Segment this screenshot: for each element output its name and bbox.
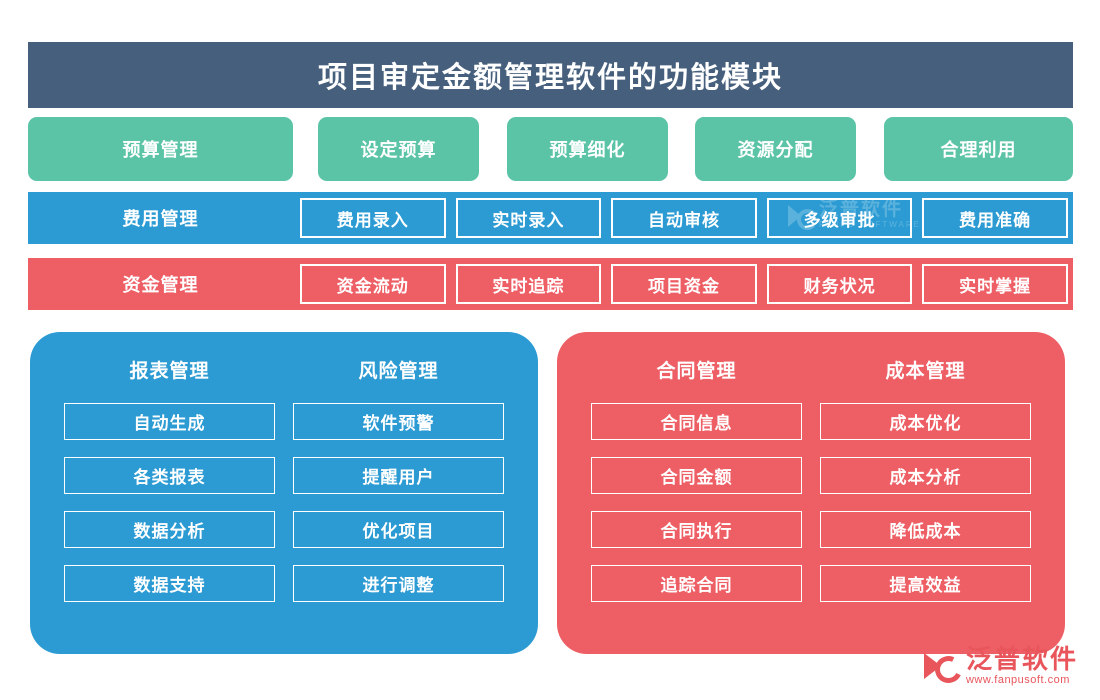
risk-management-column: 风险管理 软件预警 提醒用户 优化项目 进行调整 [293, 356, 504, 634]
risk-item-label-3: 进行调整 [362, 576, 435, 595]
fund-chip-0[interactable]: 资金流动 [300, 264, 446, 304]
green-card-3[interactable]: 资源分配 [695, 117, 856, 181]
cost-item-2[interactable]: 降低成本 [820, 511, 1031, 548]
report-risk-columns: 报表管理 自动生成 各类报表 数据分析 数据支持 风险管理 软件预警 提醒用户 … [64, 356, 504, 634]
report-item-label-0: 自动生成 [133, 414, 206, 433]
fund-chip-label-3: 财务状况 [803, 276, 876, 296]
expense-management-label: 费用管理 [122, 209, 199, 229]
green-card-2[interactable]: 预算细化 [507, 117, 668, 181]
report-risk-panel: 报表管理 自动生成 各类报表 数据分析 数据支持 风险管理 软件预警 提醒用户 … [30, 332, 538, 654]
fund-management-label: 资金管理 [122, 275, 199, 295]
report-management-title: 报表管理 [129, 361, 210, 382]
green-card-label-2: 预算细化 [549, 140, 626, 160]
contract-item-label-1: 合同金额 [660, 468, 733, 487]
fund-chip-label-4: 实时掌握 [959, 276, 1032, 296]
risk-item-2[interactable]: 优化项目 [293, 511, 504, 548]
cost-management-title: 成本管理 [885, 361, 966, 382]
brand-text: 泛普软件 www.fanpusoft.com [966, 646, 1078, 686]
contract-item-1[interactable]: 合同金额 [591, 457, 802, 494]
risk-item-1[interactable]: 提醒用户 [293, 457, 504, 494]
expense-chip-label-4: 费用准确 [959, 210, 1032, 230]
report-item-label-2: 数据分析 [133, 522, 206, 541]
risk-management-title: 风险管理 [358, 361, 439, 382]
report-item-2[interactable]: 数据分析 [64, 511, 275, 548]
contract-cost-panel: 合同管理 合同信息 合同金额 合同执行 追踪合同 成本管理 成本优化 成本分析 … [557, 332, 1065, 654]
green-card-label-3: 资源分配 [737, 140, 814, 160]
brand-name: 泛普软件 [965, 644, 1078, 674]
fund-management-items: 资金流动 实时追踪 项目资金 财务状况 实时掌握 [300, 264, 1068, 304]
green-card-4[interactable]: 合理利用 [884, 117, 1073, 181]
cost-item-label-2: 降低成本 [889, 522, 962, 541]
report-item-0[interactable]: 自动生成 [64, 403, 275, 440]
contract-item-label-3: 追踪合同 [660, 576, 733, 595]
green-card-label-0: 预算管理 [122, 140, 199, 160]
report-item-3[interactable]: 数据支持 [64, 565, 275, 602]
green-card-label-1: 设定预算 [360, 140, 437, 160]
expense-chip-4[interactable]: 费用准确 [922, 198, 1068, 238]
expense-chip-0[interactable]: 费用录入 [300, 198, 446, 238]
budget-card-row: 预算管理 设定预算 预算细化 资源分配 合理利用 [28, 117, 1073, 181]
cost-item-0[interactable]: 成本优化 [820, 403, 1031, 440]
fund-chip-3[interactable]: 财务状况 [766, 264, 913, 304]
contract-management-column: 合同管理 合同信息 合同金额 合同执行 追踪合同 [591, 356, 802, 634]
fund-chip-label-2: 项目资金 [647, 276, 720, 296]
expense-chip-3[interactable]: 多级审批 [766, 198, 913, 238]
risk-item-label-1: 提醒用户 [362, 468, 435, 487]
contract-item-label-2: 合同执行 [660, 522, 733, 541]
risk-item-3[interactable]: 进行调整 [293, 565, 504, 602]
risk-item-0[interactable]: 软件预警 [293, 403, 504, 440]
fund-chip-4[interactable]: 实时掌握 [922, 264, 1068, 304]
fund-chip-1[interactable]: 实时追踪 [455, 264, 602, 304]
cost-item-1[interactable]: 成本分析 [820, 457, 1031, 494]
green-card-label-4: 合理利用 [940, 140, 1017, 160]
cost-item-label-1: 成本分析 [889, 468, 962, 487]
fund-chip-label-1: 实时追踪 [492, 276, 565, 296]
contract-cost-columns: 合同管理 合同信息 合同金额 合同执行 追踪合同 成本管理 成本优化 成本分析 … [591, 356, 1031, 634]
expense-chip-1[interactable]: 实时录入 [455, 198, 602, 238]
expense-chip-label-2: 自动审核 [647, 210, 720, 230]
brand-url: www.fanpusoft.com [965, 674, 1070, 686]
contract-item-3[interactable]: 追踪合同 [591, 565, 802, 602]
contract-item-2[interactable]: 合同执行 [591, 511, 802, 548]
page-title: 项目审定金额管理软件的功能模块 [317, 62, 783, 94]
report-item-label-3: 数据支持 [133, 576, 206, 595]
expense-management-items: 费用录入 实时录入 自动审核 多级审批 费用准确 [300, 198, 1068, 238]
expense-management-bar: 费用管理 费用录入 实时录入 自动审核 多级审批 费用准确 泛普软件 FANPU… [28, 192, 1073, 244]
green-card-1[interactable]: 设定预算 [318, 117, 479, 181]
green-card-0[interactable]: 预算管理 [28, 117, 293, 181]
cost-item-label-0: 成本优化 [889, 414, 962, 433]
cost-item-3[interactable]: 提高效益 [820, 565, 1031, 602]
cost-item-label-3: 提高效益 [889, 576, 962, 595]
fanpu-brand-icon [923, 648, 960, 684]
expense-chip-label-1: 实时录入 [492, 210, 565, 230]
fund-management-bar: 资金管理 资金流动 实时追踪 项目资金 财务状况 实时掌握 [28, 258, 1073, 310]
contract-management-title: 合同管理 [656, 361, 737, 382]
contract-item-0[interactable]: 合同信息 [591, 403, 802, 440]
page-header: 项目审定金额管理软件的功能模块 [28, 42, 1073, 108]
contract-item-label-0: 合同信息 [660, 414, 733, 433]
brand-logo: 泛普软件 www.fanpusoft.com [923, 646, 1078, 686]
report-item-1[interactable]: 各类报表 [64, 457, 275, 494]
fund-chip-label-0: 资金流动 [336, 276, 409, 296]
expense-chip-label-0: 费用录入 [336, 210, 409, 230]
expense-chip-2[interactable]: 自动审核 [611, 198, 757, 238]
report-management-column: 报表管理 自动生成 各类报表 数据分析 数据支持 [64, 356, 275, 634]
risk-item-label-0: 软件预警 [362, 414, 435, 433]
expense-chip-label-3: 多级审批 [803, 210, 876, 230]
report-item-label-1: 各类报表 [133, 468, 206, 487]
fund-chip-2[interactable]: 项目资金 [611, 264, 757, 304]
cost-management-column: 成本管理 成本优化 成本分析 降低成本 提高效益 [820, 356, 1031, 634]
risk-item-label-2: 优化项目 [362, 522, 435, 541]
